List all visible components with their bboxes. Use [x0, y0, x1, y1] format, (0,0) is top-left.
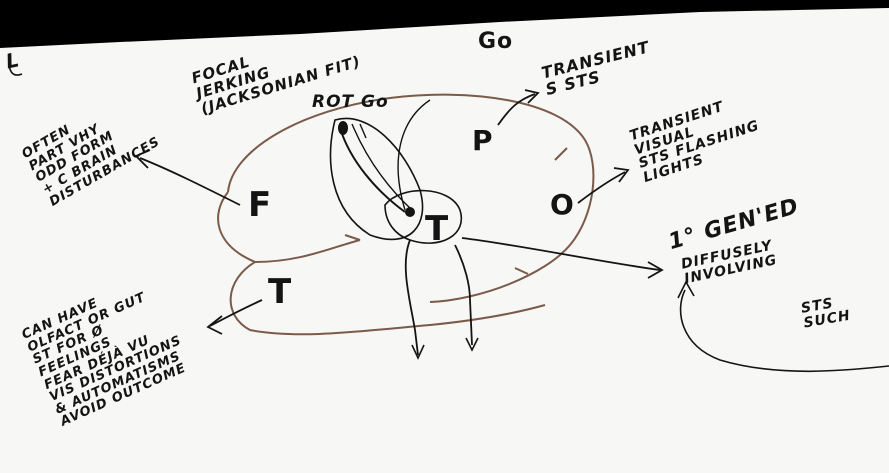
thalamus-loop [384, 189, 463, 244]
motor-focus-dot [338, 121, 348, 135]
arrow-o-head [613, 167, 630, 183]
lobe-label-f: F [248, 185, 272, 225]
label-rot-g: ROT Go [312, 92, 389, 112]
arrow-t-head [647, 261, 664, 279]
label-g-top: Go [478, 29, 514, 54]
arrow-f-to-notes [139, 157, 241, 206]
brainstem-arrow [411, 344, 425, 360]
corner-hook [8, 59, 23, 76]
corticospinal-tract [339, 127, 406, 213]
arrow-f-to-notes-head [134, 149, 151, 169]
lobe-label-o: O [550, 188, 574, 221]
brainstem-right [454, 244, 473, 346]
corticospinal-tract-2 [351, 123, 413, 211]
lobe-label-t-centre: T [425, 209, 449, 249]
brain-outline-frontal [217, 191, 361, 264]
curve-under-generalized [679, 289, 889, 373]
parietal-link [397, 99, 431, 211]
rot-arrow [359, 123, 367, 139]
brain-outline-temporal [229, 261, 546, 336]
arrow-t-to-generalized [461, 237, 661, 271]
lobe-divider-mark-2 [344, 234, 361, 241]
arrow-p-head [524, 89, 540, 104]
arrow-p-to-transient [497, 93, 536, 126]
arrow-o-to-visual [577, 171, 626, 204]
lobe-label-t-lower: T [268, 272, 292, 312]
curve-under-generalized-head [677, 280, 695, 299]
brainstem-arrow-2 [465, 337, 479, 352]
lobe-divider-mark [554, 147, 568, 161]
arrow-t-notes-head [206, 315, 223, 335]
thalamus-focus-dot [405, 207, 415, 217]
brain-outline-upper [227, 93, 595, 303]
motor-loop [329, 117, 424, 241]
brainstem-left [404, 239, 419, 356]
lobe-label-p: P [472, 124, 493, 157]
arrow-t-to-notes [209, 299, 263, 327]
lobe-divider-mark-3 [514, 267, 529, 275]
